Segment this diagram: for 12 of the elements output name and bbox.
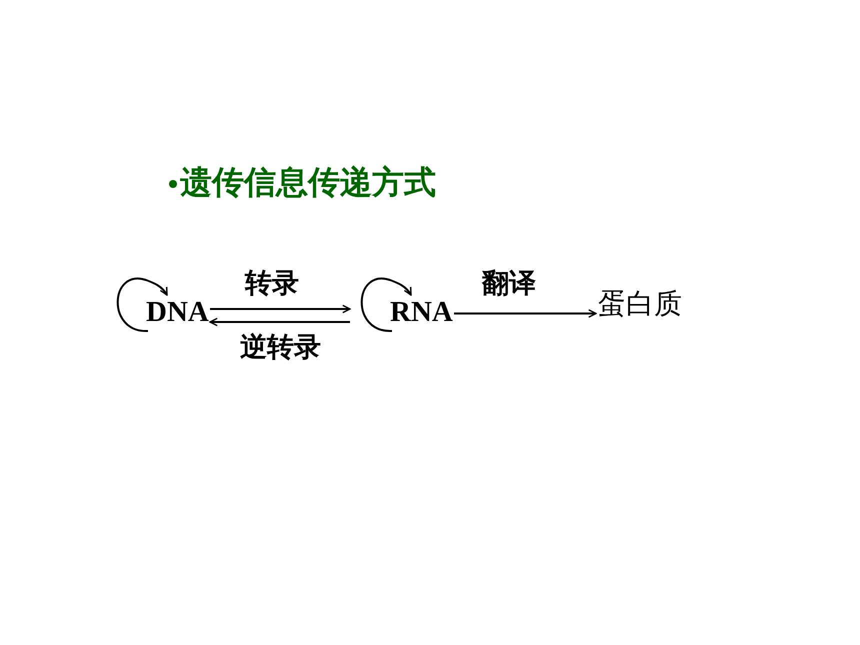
arrow xyxy=(454,309,597,318)
edge-label: 转录 xyxy=(245,270,299,297)
molecule-label: DNA xyxy=(146,298,209,327)
loop-arrow xyxy=(116,278,168,332)
arrow xyxy=(210,304,351,314)
loop-arrow xyxy=(360,278,412,332)
edge-label: 翻译 xyxy=(482,270,536,297)
title: 遗传信息传递方式 xyxy=(180,166,436,198)
molecule-label: 蛋白质 xyxy=(598,290,682,318)
edge-label: 逆转录 xyxy=(240,334,321,361)
arrow xyxy=(209,318,350,326)
molecule-label: RNA xyxy=(390,298,453,327)
